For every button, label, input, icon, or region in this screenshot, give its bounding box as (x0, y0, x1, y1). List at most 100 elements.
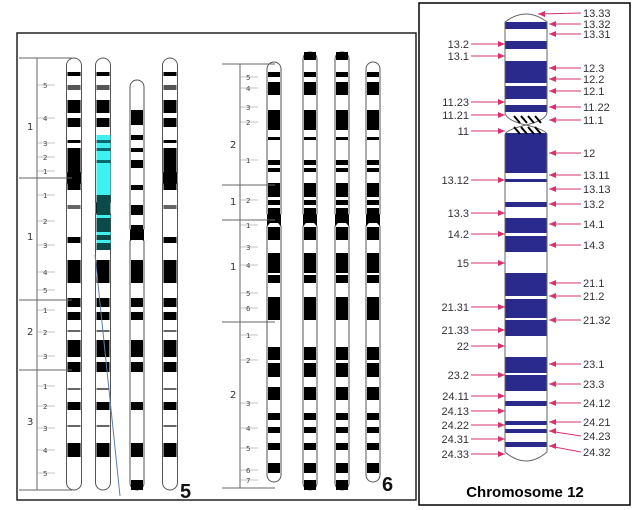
chromosome-band (96, 260, 110, 283)
band-label-right: 11.1 (583, 115, 604, 127)
chromosome-band (304, 275, 316, 283)
band-label-right: 21.2 (583, 291, 604, 303)
chromosome-band (505, 299, 547, 318)
chromosome-band (304, 480, 316, 490)
band-label-left: 24.31 (441, 434, 469, 446)
band-label-right: 23.3 (583, 379, 604, 391)
band-label-right: 12 (583, 148, 595, 160)
arm-label: 1 (230, 197, 236, 208)
chromosome-band (163, 85, 177, 90)
chromosome-band (367, 363, 379, 377)
chromosome-band (268, 463, 280, 473)
arrow-head (498, 260, 505, 266)
chromosome6-ideogram (302, 51, 318, 491)
centromere-hatch (513, 115, 521, 124)
arrow-head (498, 393, 505, 399)
chromosome-band (96, 72, 110, 76)
chromosome-band (67, 402, 81, 410)
chromosome-band (268, 200, 280, 205)
band-label-right: 11.22 (583, 102, 610, 114)
region-label: 3 (43, 242, 47, 250)
arrow-head (549, 117, 556, 123)
chromosome-band (505, 375, 547, 391)
band-label-right: 13.32 (583, 19, 611, 31)
chromosome-band (67, 237, 81, 243)
chromosome-band (67, 340, 81, 357)
chromosome-band (163, 330, 177, 332)
highlight-band (96, 232, 111, 235)
arrow-head (498, 210, 505, 216)
chromosome-band (336, 443, 348, 450)
band-label-left: 24.13 (441, 406, 469, 418)
chromosome-band (304, 208, 316, 217)
chromosome6-ideogram (334, 51, 350, 491)
chromosome6-ideogram (365, 61, 381, 483)
arrow-head (549, 428, 556, 434)
band-label-right: 12.1 (583, 86, 604, 98)
chromosome-band (304, 168, 316, 172)
arrow-head (498, 304, 505, 310)
centromere (130, 229, 144, 241)
chromosome-band (505, 179, 547, 182)
arrow-head (498, 231, 505, 237)
region-label: 5 (246, 445, 250, 453)
chromosome-band (367, 227, 379, 240)
arm-label: 2 (230, 140, 236, 151)
band-label-left: 13.2 (448, 39, 469, 51)
chromosome-band (131, 402, 143, 410)
arrow-head (549, 400, 556, 406)
region-label: 1 (43, 192, 47, 200)
region-label: 3 (43, 425, 47, 433)
chromosome-band (505, 421, 547, 425)
band-label-left: 11.21 (442, 110, 469, 122)
band-label-left: 23.2 (448, 370, 469, 382)
chromosome-band (336, 427, 348, 433)
chromosome-band (304, 227, 316, 240)
arrow-head (498, 343, 505, 349)
centromere (303, 214, 317, 226)
region-label: 5 (43, 470, 47, 478)
chromosome-band (268, 413, 280, 420)
region-label: 1 (43, 307, 47, 315)
centromere-hatch (527, 126, 535, 135)
chromosome-band (304, 253, 316, 273)
arrow-head (549, 65, 556, 71)
chromosome-band (163, 388, 177, 390)
arrow-head (498, 422, 505, 428)
arrow-head (549, 201, 556, 207)
chromosome-band (367, 168, 379, 172)
region-label: 4 (43, 447, 48, 455)
arrow-head (498, 41, 505, 47)
chromosome-band (163, 312, 177, 320)
chromosome-band (268, 110, 280, 130)
chromosome-band (336, 347, 348, 360)
band-label-left: 21.31 (441, 302, 469, 314)
chromosome-band (131, 110, 143, 125)
region-label: 4 (43, 115, 48, 123)
arrow-head (549, 317, 556, 323)
chromosome-band (268, 72, 280, 77)
highlight-region (96, 135, 111, 195)
chromosome-band (336, 413, 348, 420)
arrow-head (549, 419, 556, 425)
chromosome-band (67, 163, 81, 190)
region-label: 5 (246, 290, 250, 298)
chromosome-band (336, 110, 348, 130)
chromosome-band (336, 52, 348, 60)
chromosome-band (96, 443, 110, 457)
chromosome-band (268, 160, 280, 165)
chromosome5-ideogram (162, 57, 178, 491)
chromosome-band (505, 442, 547, 447)
arrow-head (549, 293, 556, 299)
band-label-left: 24.11 (442, 391, 469, 403)
chromosome-band (131, 312, 143, 320)
chromosome-band (268, 82, 280, 95)
chromosome-band (268, 253, 280, 273)
chromosome-band (131, 362, 143, 372)
chromosome-band (268, 363, 280, 377)
chromosome5-ideogram-highlighted (95, 57, 111, 491)
region-label: 2 (246, 197, 250, 205)
arrow-head (498, 112, 505, 118)
